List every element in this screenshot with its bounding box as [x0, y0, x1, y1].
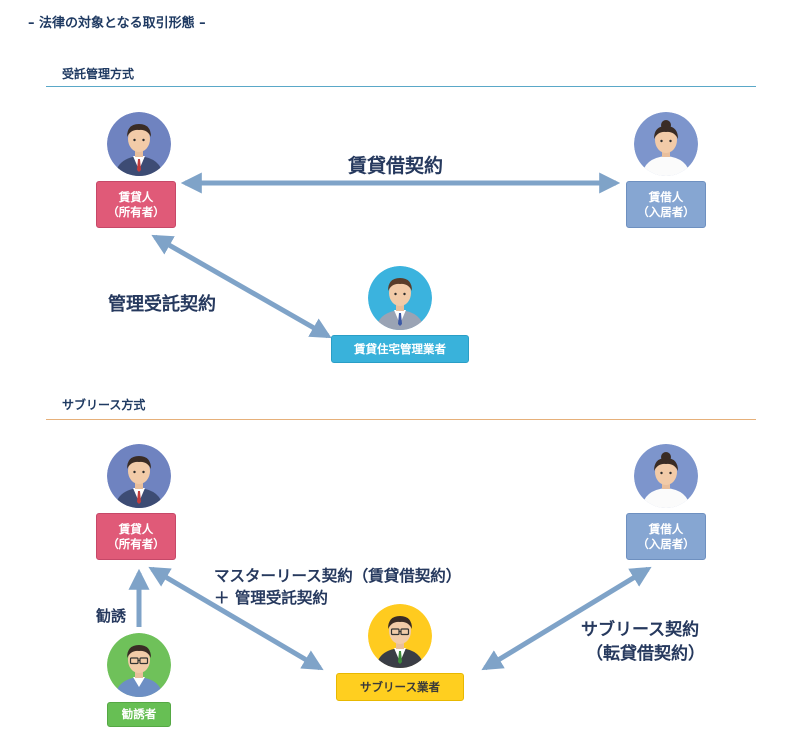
subleaser-label: サブリース業者 [360, 679, 440, 694]
sublease-contract-label: サブリース契約 [581, 620, 700, 640]
tenant-avatar [634, 112, 698, 176]
tenant-label: 賃借人 [648, 189, 684, 204]
owner-sublabel-2: （所有者） [107, 536, 165, 551]
section-divider-consignment [46, 86, 756, 87]
subleaser-box: サブリース業者 [336, 673, 464, 701]
owner-box: 賃貸人 （所有者） [96, 181, 176, 228]
arrow-sublease [481, 566, 652, 671]
lease-contract-label: 賃貸借契約 [348, 155, 444, 177]
woman-icon [634, 112, 698, 176]
manager-box: 賃貸住宅管理業者 [331, 335, 469, 363]
section-title-sublease: サブリース方式 [62, 398, 146, 412]
owner-avatar-2 [107, 444, 171, 508]
section-divider-sublease [46, 419, 756, 420]
woman-icon [634, 444, 698, 508]
solicitor-box: 勧誘者 [107, 702, 171, 727]
sublease-contract-sublabel: （転貸借契約） [586, 644, 705, 664]
man-suit-icon [107, 112, 171, 176]
management-contract-label: 管理受託契約 [108, 294, 216, 315]
manager-avatar [368, 266, 432, 330]
tenant-sublabel: （入居者） [637, 204, 695, 219]
owner-box-2: 賃貸人 （所有者） [96, 513, 176, 560]
tenant-avatar-2 [634, 444, 698, 508]
owner-avatar [107, 112, 171, 176]
tenant-box: 賃借人 （入居者） [626, 181, 706, 228]
man-suit-icon [368, 266, 432, 330]
tenant-label-2: 賃借人 [648, 521, 684, 536]
solicitor-label: 勧誘者 [121, 707, 157, 721]
man-glasses-icon [107, 633, 171, 697]
page-title: – 法律の対象となる取引形態 – [28, 16, 206, 31]
arrow-management [151, 234, 332, 339]
subleaser-avatar [368, 604, 432, 668]
owner-label-2: 賃貸人 [118, 521, 154, 536]
owner-label: 賃貸人 [118, 189, 154, 204]
arrow-master-lease [148, 566, 324, 671]
solicitor-avatar [107, 633, 171, 697]
tenant-box-2: 賃借人 （入居者） [626, 513, 706, 560]
tenant-sublabel-2: （入居者） [637, 536, 695, 551]
master-lease-contract-label: マスターリース契約（賃貸借契約） [214, 567, 462, 585]
man-suit-icon [107, 444, 171, 508]
owner-sublabel: （所有者） [107, 204, 165, 219]
man-glasses-icon [368, 604, 432, 668]
manager-label: 賃貸住宅管理業者 [354, 341, 446, 356]
solicitation-label: 勧誘 [96, 607, 127, 625]
management-contract-label-2: ＋ 管理受託契約 [214, 589, 328, 607]
section-title-consignment: 受託管理方式 [62, 67, 135, 81]
